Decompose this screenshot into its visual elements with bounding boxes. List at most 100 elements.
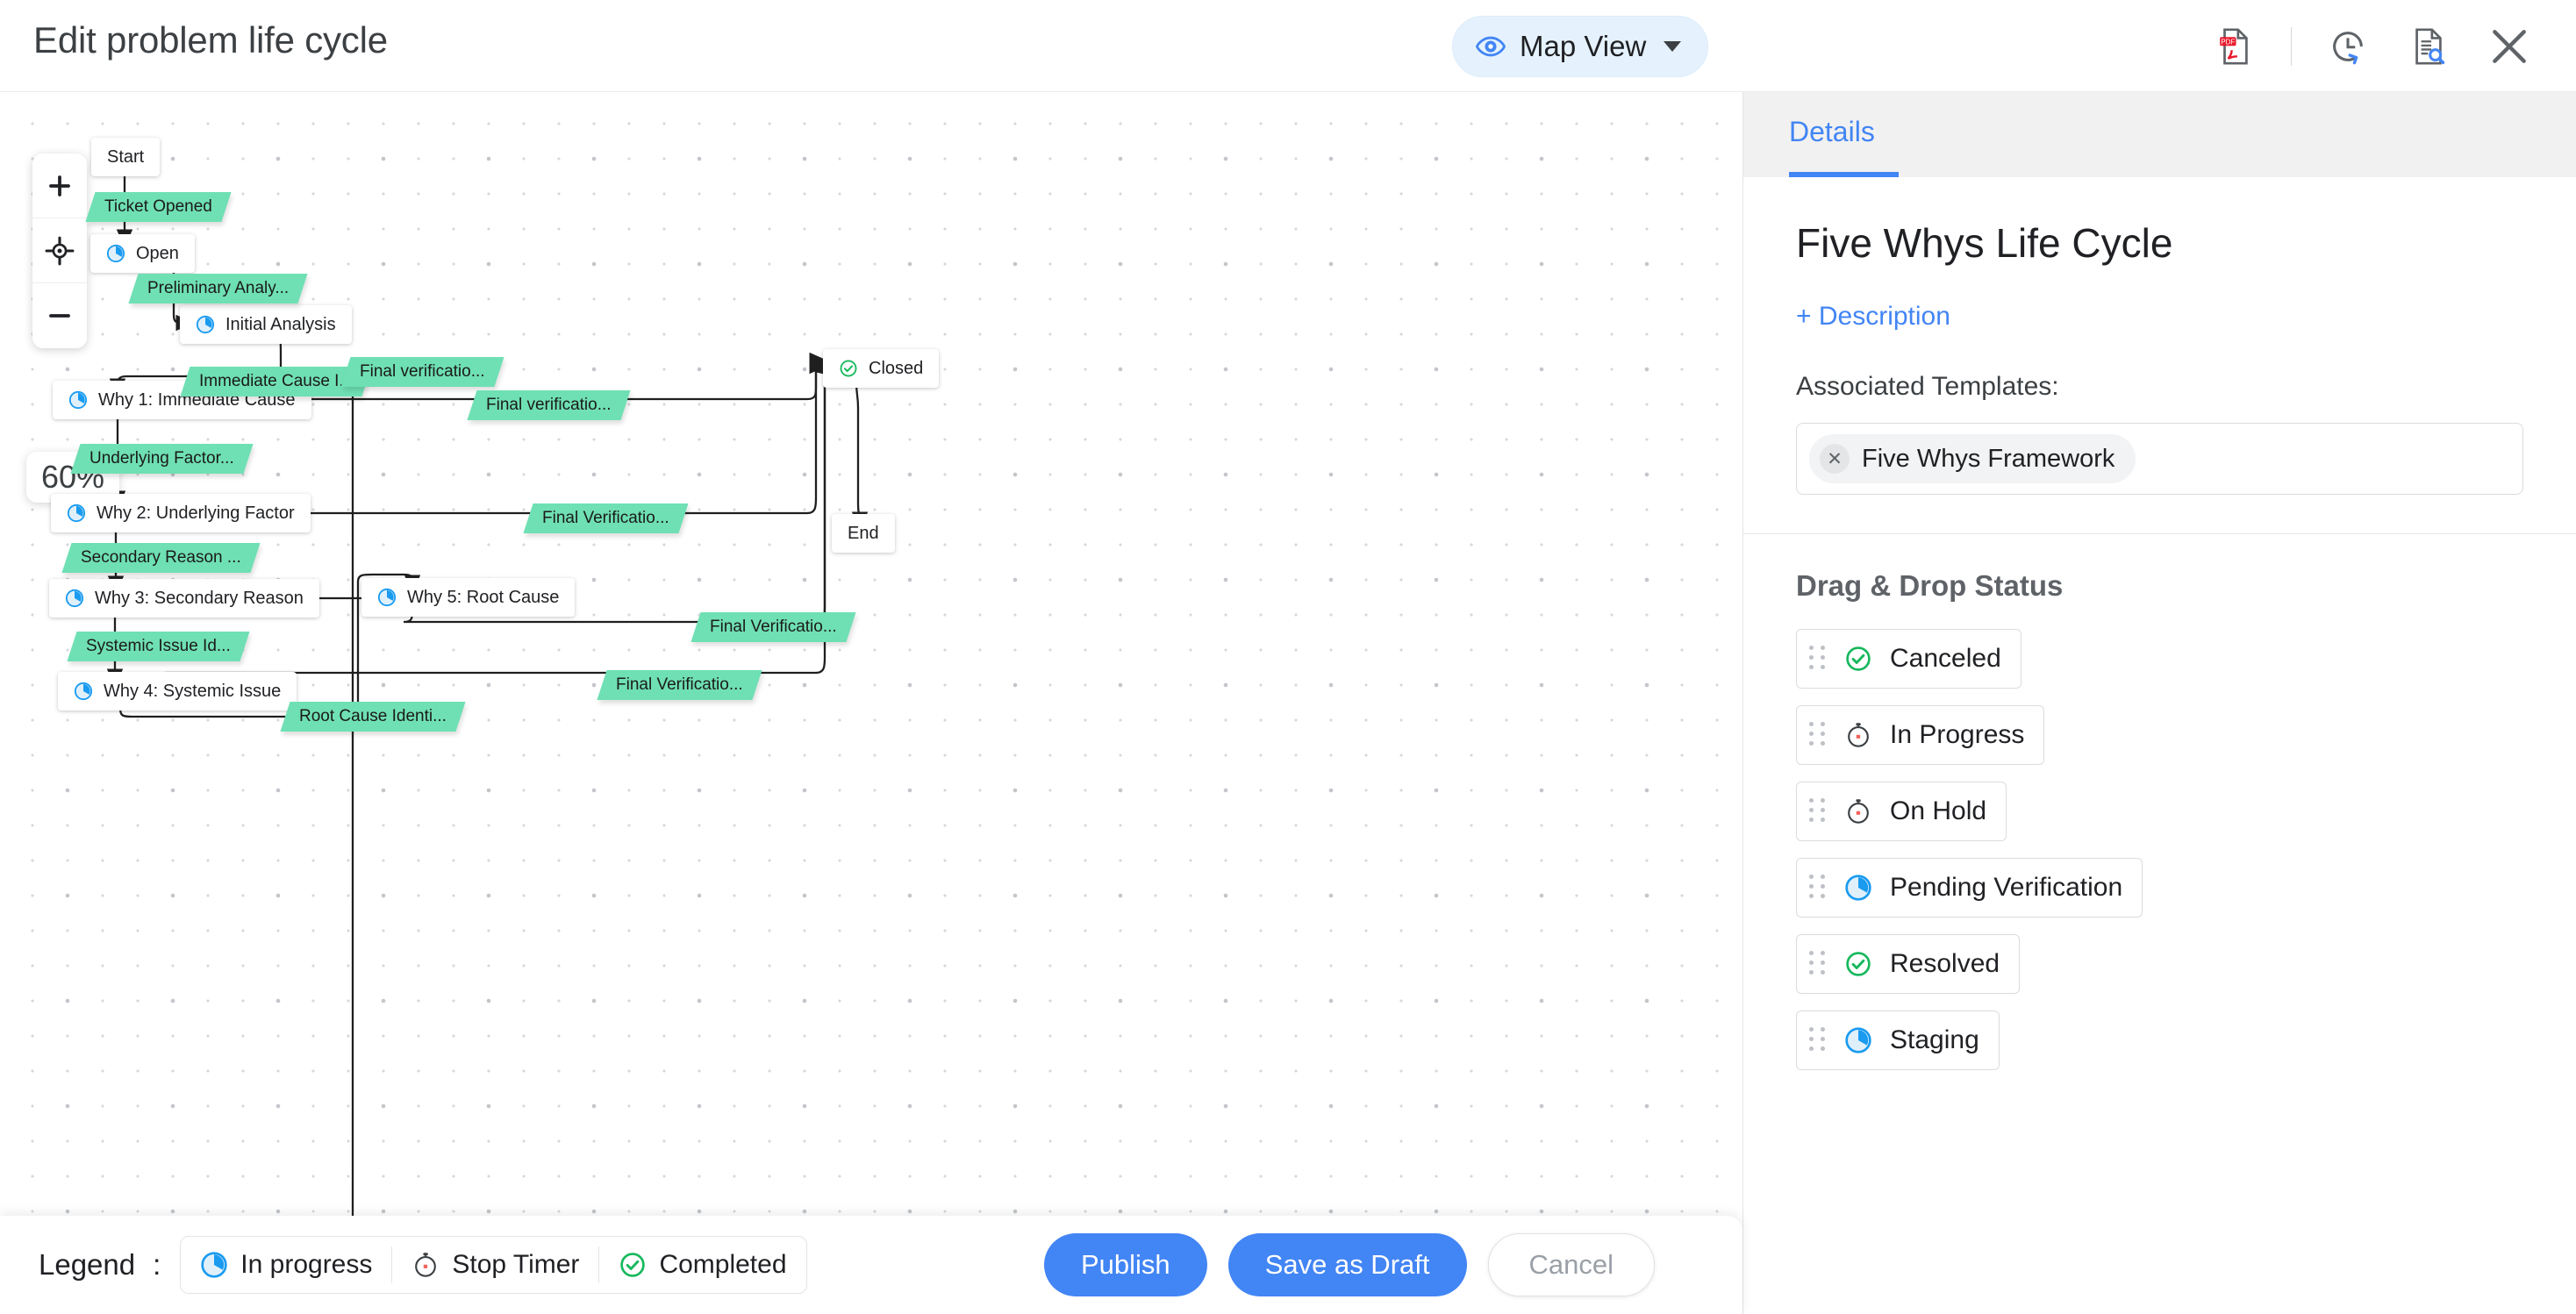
lifecycle-name: Five Whys Life Cycle [1796,220,2173,266]
drag-handle-icon[interactable] [1809,951,1827,977]
chevron-down-icon [1664,41,1682,52]
node-label: Initial Analysis [225,315,336,334]
panel-tabbar: Details [1743,92,2576,177]
tab-details[interactable]: Details [1789,116,1875,147]
in-progress-icon [68,390,88,410]
node-label: Why 3: Secondary Reason [95,589,304,608]
status-item-on-hold[interactable]: On Hold [1796,782,2007,841]
edge-label-ticket-opened[interactable]: Ticket Opened [85,192,232,222]
node-label: Open [136,244,179,263]
cancel-button[interactable]: Cancel [1487,1233,1655,1296]
status-item-canceled[interactable]: Canceled [1796,629,2021,689]
node-label: End [848,524,879,543]
legend-box: In progress Stop Timer Completed [180,1236,807,1294]
status-item-pending-verification[interactable]: Pending Verification [1796,858,2143,918]
edge-label-text: Underlying Factor... [89,449,234,468]
panel-divider [1743,533,2576,534]
in-progress-icon [1844,874,1872,902]
canvas-grid [0,92,1742,1216]
legend-item-label: Stop Timer [452,1250,580,1279]
status-label: On Hold [1890,796,1987,825]
stop-timer-icon [1844,797,1872,825]
edge-label-text: Final Verificatio... [710,618,837,636]
edge-label-text: Preliminary Analy... [147,279,290,297]
drag-handle-icon[interactable] [1809,875,1827,901]
status-label: Resolved [1890,949,2000,978]
legend-colon: : [153,1248,161,1281]
node-open[interactable]: Open [90,234,195,273]
publish-button[interactable]: Publish [1044,1233,1207,1296]
edge-label-final-verification-1[interactable]: Final verificatio... [340,357,504,387]
edge-label-root-cause[interactable]: Root Cause Identi... [280,702,466,732]
edge-label-preliminary-analysis[interactable]: Preliminary Analy... [128,274,308,304]
edge-label-final-verification-4[interactable]: Final Verificatio... [691,612,856,642]
node-label: Why 2: Underlying Factor [97,503,295,523]
edge-label-text: Ticket Opened [104,197,212,216]
page-title: Edit problem life cycle [33,19,388,61]
details-panel: Details Five Whys Life Cycle + Descripti… [1742,92,2576,1314]
map-view-label: Map View [1520,30,1647,62]
map-view-selector[interactable]: Map View [1452,16,1709,77]
zoom-in-button[interactable] [32,154,87,218]
in-progress-icon [65,589,84,608]
eye-icon [1476,32,1506,61]
node-end[interactable]: End [832,514,895,553]
edge-label-text: Final verificatio... [360,362,485,381]
node-closed[interactable]: Closed [823,349,940,388]
edge-label-text: Final Verificatio... [616,675,743,694]
legend-item-label: In progress [240,1250,373,1279]
add-description-link[interactable]: + Description [1796,302,1950,331]
in-progress-icon [200,1251,228,1279]
audit-log-button[interactable] [2388,0,2469,92]
edge-label-underlying-factor[interactable]: Underlying Factor... [70,444,254,474]
in-progress-icon [106,244,125,263]
completed-icon [1844,950,1872,978]
status-label: Canceled [1890,644,2001,673]
status-item-staging[interactable]: Staging [1796,1010,2000,1070]
legend-item-completed: Completed [599,1237,805,1293]
node-start[interactable]: Start [91,138,161,176]
edge-label-final-verification-2[interactable]: Final verificatio... [467,390,631,420]
close-icon[interactable]: ✕ [1820,444,1850,474]
node-label: Start [107,147,145,167]
node-label: Why 5: Root Cause [407,588,560,607]
template-chip[interactable]: ✕ Five Whys Framework [1809,434,2136,483]
drag-handle-icon[interactable] [1809,646,1827,672]
node-initial-analysis[interactable]: Initial Analysis [180,305,352,344]
save-as-draft-button[interactable]: Save as Draft [1227,1233,1467,1296]
edge-label-final-verification-5[interactable]: Final Verificatio... [597,670,762,700]
edge-label-text: Systemic Issue Id... [86,637,231,655]
drag-drop-status-heading: Drag & Drop Status [1796,569,2064,602]
status-item-resolved[interactable]: Resolved [1796,934,2021,994]
export-pdf-button[interactable]: PDF [2194,0,2275,92]
drag-handle-icon[interactable] [1809,798,1827,825]
edge-label-text: Final Verificatio... [542,509,669,527]
recenter-button[interactable] [32,218,87,283]
node-why-4[interactable]: Why 4: Systemic Issue [58,672,297,711]
stop-timer-icon [411,1251,440,1279]
legend-separator [391,1246,393,1283]
associated-templates-field[interactable]: ✕ Five Whys Framework [1796,423,2523,495]
edge-label-final-verification-3[interactable]: Final Verificatio... [523,503,689,533]
drag-handle-icon[interactable] [1809,722,1827,748]
lifecycle-canvas[interactable]: 60% Start Open Initial Analysis Why 1: I… [0,92,1742,1216]
action-buttons: Publish Save as Draft Cancel [1044,1233,1655,1296]
edge-label-text: Root Cause Identi... [299,707,447,725]
edge-label-secondary-reason[interactable]: Secondary Reason ... [61,543,261,573]
node-why-5[interactable]: Why 5: Root Cause [361,578,576,617]
edge-label-systemic-issue[interactable]: Systemic Issue Id... [67,632,250,661]
template-chip-label: Five Whys Framework [1862,444,2115,473]
close-button[interactable] [2469,0,2550,92]
svg-text:PDF: PDF [2221,38,2235,46]
header-divider [2291,26,2292,66]
status-label: Staging [1890,1025,1979,1054]
bottom-action-bar: Legend : In progress Stop Timer [0,1216,1742,1314]
status-label: Pending Verification [1890,873,2123,902]
node-why-2[interactable]: Why 2: Underlying Factor [51,494,311,532]
drag-handle-icon[interactable] [1809,1027,1827,1053]
zoom-out-button[interactable] [32,283,87,348]
node-why-3[interactable]: Why 3: Secondary Reason [49,579,319,618]
status-item-in-progress[interactable]: In Progress [1796,705,2045,765]
history-button[interactable] [2308,0,2388,92]
